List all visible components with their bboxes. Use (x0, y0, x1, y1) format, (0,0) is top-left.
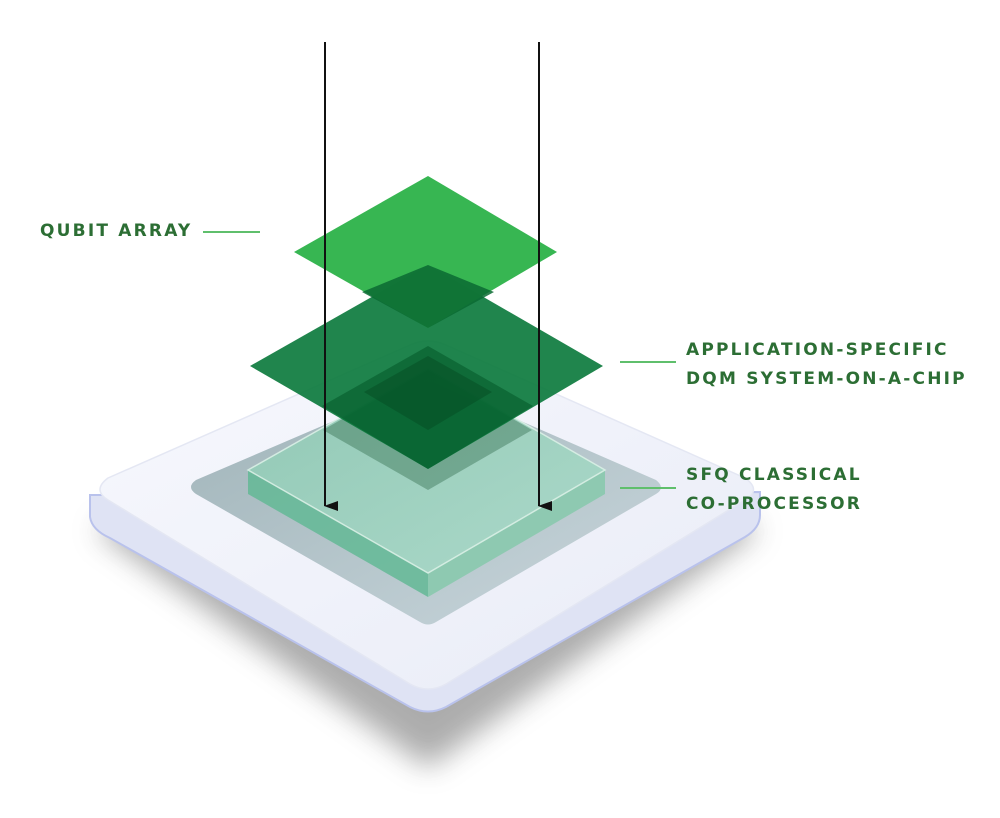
label-sfq-coprocessor: SFQ CLASSICAL CO-PROCESSOR (686, 461, 862, 519)
label-sfq-line-1: SFQ CLASSICAL (686, 465, 862, 485)
leader-lines (203, 231, 676, 489)
asic-soc-layer (250, 265, 603, 469)
label-sfq-line-2: CO-PROCESSOR (686, 494, 863, 514)
label-asic-line-2: DQM SYSTEM-ON-A-CHIP (686, 369, 967, 389)
signal-arrows (324, 42, 552, 511)
label-qubit-array-text: QUBIT ARRAY (40, 221, 193, 241)
label-asic-line-1: APPLICATION-SPECIFIC (686, 340, 949, 360)
label-asic-soc: APPLICATION-SPECIFIC DQM SYSTEM-ON-A-CHI… (686, 336, 967, 394)
label-qubit-array: QUBIT ARRAY (40, 217, 192, 246)
qubit-array-layer (294, 176, 557, 328)
